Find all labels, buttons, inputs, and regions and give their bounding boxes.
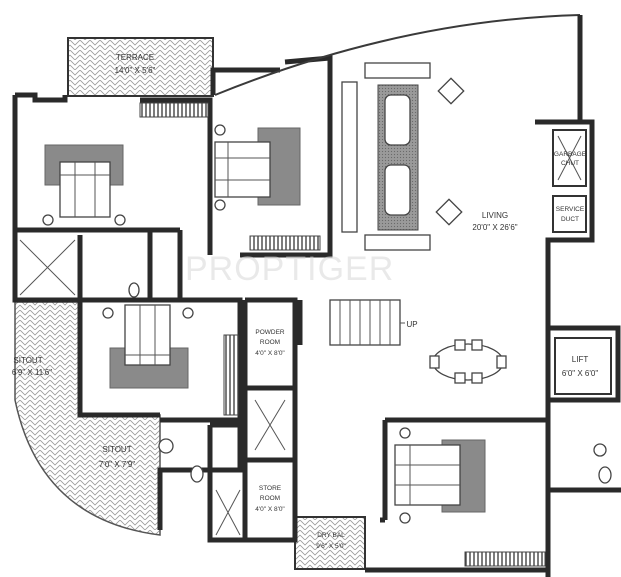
bathroom-fixtures xyxy=(128,282,612,484)
staircase: UP xyxy=(329,299,418,346)
garbage-chute: GARBAGE CHUT xyxy=(552,129,587,187)
lift: LIFT 6'0" X 6'0" xyxy=(554,337,612,395)
service-duct-label: SERVICE xyxy=(556,206,585,213)
dry-bal-size: 9'6" X 5'0" xyxy=(316,543,346,550)
bedroom-2-furniture xyxy=(139,102,321,251)
powder-room-label-2: ROOM xyxy=(260,339,280,346)
sitout-2-label: SITOUT xyxy=(102,445,131,454)
walls xyxy=(12,14,621,577)
lift-label: LIFT xyxy=(572,355,589,364)
bedroom-1-furniture xyxy=(42,144,126,226)
living-label: LIVING xyxy=(482,211,508,220)
service-duct-label-2: DUCT xyxy=(561,216,579,223)
watermark: PROPTIGER xyxy=(185,250,394,288)
sitout-1-size: 6'9" X 11'6" xyxy=(12,368,52,377)
sitout-1-label: SITOUT xyxy=(13,356,42,365)
sitout-2-size: 7'0" X 7'9" xyxy=(99,460,135,469)
bedroom-4-furniture xyxy=(394,427,546,567)
powder-room-size: 4'0" X 8'0" xyxy=(255,350,285,357)
terrace-label: TERRACE xyxy=(116,53,154,62)
store-room-label: STORE xyxy=(259,485,282,492)
terrace: TERRACE 14'0" X 5'6" xyxy=(67,37,214,97)
living-furniture: LIVING 20'0" X 26'6" xyxy=(341,62,518,251)
powder-room-label: POWDER xyxy=(255,329,285,336)
garbage-chute-label: GARBAGE xyxy=(554,151,587,158)
garbage-chute-label-2: CHUT xyxy=(561,160,579,167)
stairs-up-label: UP xyxy=(406,320,417,329)
store-room-label-2: ROOM xyxy=(260,495,280,502)
lift-size: 6'0" X 6'0" xyxy=(562,369,598,378)
terrace-size: 14'0" X 5'6" xyxy=(115,66,156,75)
service-duct: SERVICE DUCT xyxy=(552,195,587,233)
living-size: 20'0" X 26'6" xyxy=(472,223,517,232)
bedroom-3-furniture xyxy=(102,304,239,416)
dry-bal-label: DRY BAL xyxy=(317,532,345,539)
store-room-size: 4'0" X 8'0" xyxy=(255,506,285,513)
powder-room: POWDER ROOM 4'0" X 8'0" xyxy=(254,329,285,451)
store-room: STORE ROOM 4'0" X 8'0" xyxy=(19,239,285,536)
dining-table xyxy=(429,339,507,384)
dry-balcony: DRY BAL 9'6" X 5'0" xyxy=(294,516,366,570)
